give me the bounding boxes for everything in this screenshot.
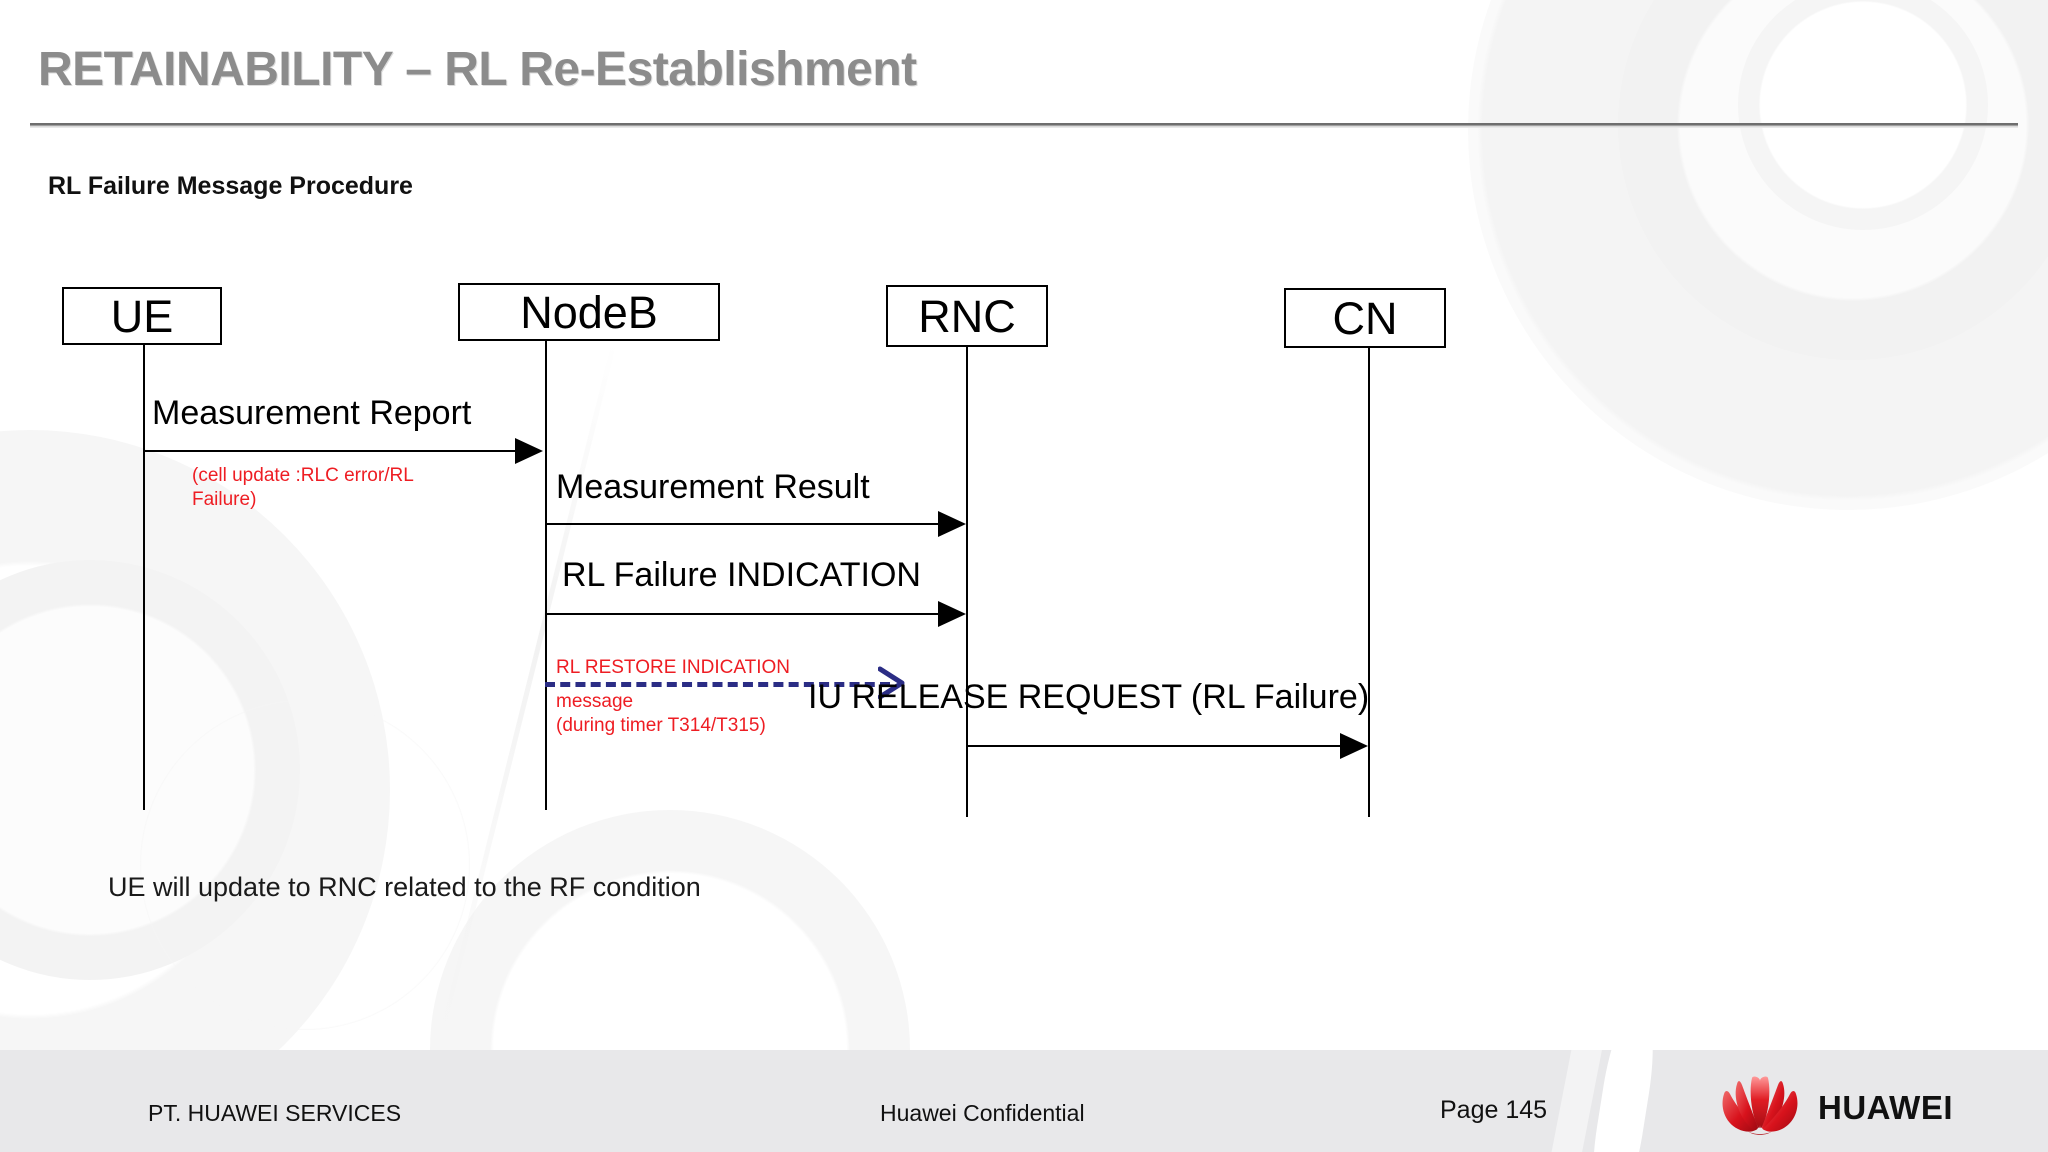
lane-box-cn: CN xyxy=(1284,288,1446,348)
sequence-diagram: UE NodeB RNC CN Measurement Report (cell… xyxy=(62,283,1446,817)
lane-label-ue: UE xyxy=(110,290,174,342)
message-arrowhead-iu-release-request xyxy=(1340,733,1368,759)
message-line-rl-failure-indication xyxy=(545,613,940,615)
message-line-measurement-report xyxy=(143,450,518,452)
lane-label-cn: CN xyxy=(1332,292,1398,344)
lifeline-rnc xyxy=(966,347,968,817)
message-arrowhead-rl-restore-indication xyxy=(878,666,905,700)
message-line-iu-release-request xyxy=(966,745,1341,747)
message-label-rl-failure-indication: RL Failure INDICATION xyxy=(562,556,921,594)
message-label-measurement-report: Measurement Report xyxy=(152,394,472,432)
footer-company: PT. HUAWEI SERVICES xyxy=(148,1100,402,1126)
lifeline-ue xyxy=(143,345,145,810)
lifeline-cn xyxy=(1368,348,1370,817)
lane-box-ue: UE xyxy=(62,287,222,345)
footer-page-number: Page 145 xyxy=(1440,1096,1548,1124)
note-cell-update: (cell update :RLC error/RL Failure) xyxy=(192,465,414,511)
lane-box-rnc: RNC xyxy=(886,285,1048,347)
note-rl-restore-indication-detail: message (during timer T314/T315) xyxy=(556,691,766,737)
message-line-rl-restore-indication xyxy=(545,682,890,687)
huawei-flower-icon xyxy=(1722,1076,1798,1135)
slide-footer: PT. HUAWEI SERVICES Huawei Confidential … xyxy=(0,1050,2048,1152)
message-label-measurement-result: Measurement Result xyxy=(556,468,870,506)
message-label-iu-release-request: IU RELEASE REQUEST (RL Failure) xyxy=(808,678,1370,716)
message-arrowhead-measurement-result xyxy=(938,511,966,537)
section-subtitle: RL Failure Message Procedure xyxy=(48,172,413,200)
page-title: RETAINABILITY – RL Re-Establishment xyxy=(38,43,917,96)
footer-confidential: Huawei Confidential xyxy=(880,1100,1085,1126)
lane-box-nodeb: NodeB xyxy=(458,283,720,341)
lifeline-nodeb xyxy=(545,341,547,810)
huawei-wordmark: HUAWEI xyxy=(1818,1088,1953,1126)
lane-label-nodeb: NodeB xyxy=(520,286,658,338)
lane-label-rnc: RNC xyxy=(918,290,1016,342)
message-arrowhead-measurement-report xyxy=(515,438,543,464)
diagram-caption: UE will update to RNC related to the RF … xyxy=(108,872,701,902)
title-divider xyxy=(30,123,2018,128)
huawei-logo: HUAWEI xyxy=(1718,1076,1953,1138)
message-arrowhead-rl-failure-indication xyxy=(938,601,966,627)
message-line-measurement-result xyxy=(545,523,940,525)
note-rl-restore-indication-title: RL RESTORE INDICATION xyxy=(556,657,791,678)
